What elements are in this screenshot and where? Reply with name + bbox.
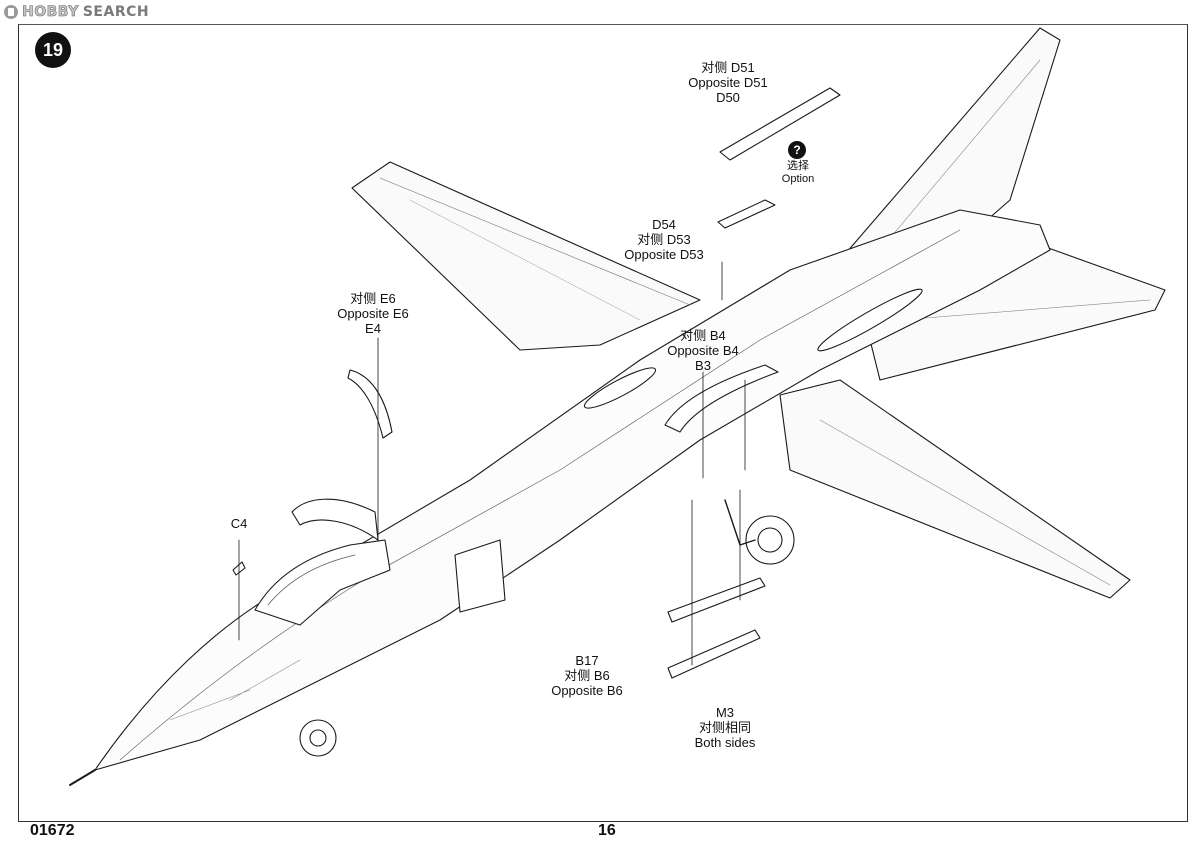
left-wing [351, 161, 701, 351]
callout-m3-line2: 对侧相同 [698, 720, 751, 735]
callout-e6-e4: 对侧 E6 Opposite E6 E4 [329, 291, 417, 336]
canopy [254, 539, 391, 626]
canopy-frame [291, 498, 379, 541]
callout-b17-line1: B17 [575, 653, 599, 668]
page-frame [18, 24, 1188, 822]
callout-c4-line1: C4 [230, 516, 248, 531]
part-d50 [719, 87, 841, 161]
callout-m3-line3: Both sides [694, 735, 756, 750]
callout-b4-line1: 对侧 B4 [680, 328, 726, 343]
callout-option: 选择 Option [770, 160, 826, 186]
canopy-part-e4 [347, 369, 393, 439]
wing-pod-left [583, 367, 657, 409]
callout-d54-line1: D54 [652, 217, 676, 232]
page-number: 16 [598, 822, 616, 839]
part-b17 [667, 577, 766, 623]
callout-b4-line3: B3 [695, 358, 711, 373]
hobbysearch-icon [4, 5, 18, 19]
callout-b17-line2: 对侧 B6 [564, 668, 610, 683]
callout-b4-line2: Opposite B4 [667, 343, 739, 358]
callout-option-line2: Option [781, 173, 815, 185]
callout-b4-b3: 对侧 B4 Opposite B4 B3 [658, 328, 748, 373]
wing-pod-right [817, 288, 923, 352]
part-m3 [667, 629, 761, 679]
callout-d54-line2: 对侧 D53 [637, 232, 691, 247]
step-number-badge: 19 [35, 32, 71, 68]
watermark-logo: HOBBY SEARCH [4, 4, 149, 20]
part-b3 [664, 364, 779, 433]
right-stabilizer [779, 379, 1131, 599]
part-d54 [717, 199, 776, 229]
callout-d51-line2: Opposite D51 [688, 75, 768, 90]
callout-e6-line3: E4 [365, 321, 381, 336]
callout-b17-b6: B17 对侧 B6 Opposite B6 [545, 653, 629, 698]
callout-option-line1: 选择 [787, 160, 809, 172]
nose-wheel [299, 719, 337, 757]
callout-d54-d53: D54 对侧 D53 Opposite D53 [618, 217, 710, 262]
callout-d51-line1: 对侧 D51 [701, 60, 755, 75]
callout-e6-line1: 对侧 E6 [350, 291, 396, 306]
air-intake [454, 539, 506, 613]
callout-m3: M3 对侧相同 Both sides [688, 705, 762, 750]
callout-d51-d50: 对侧 D51 Opposite D51 D50 [683, 60, 773, 105]
watermark-brand-prefix: HOBBY [22, 4, 79, 21]
watermark-brand-suffix: SEARCH [82, 4, 150, 20]
callout-b17-line3: Opposite B6 [551, 683, 623, 698]
pitot-probe [69, 769, 96, 786]
option-icon: ? [788, 141, 806, 159]
catalog-number: 01672 [30, 822, 75, 839]
callout-d51-line3: D50 [716, 90, 740, 105]
callout-e6-line2: Opposite E6 [337, 306, 409, 321]
callout-d54-line3: Opposite D53 [624, 247, 704, 262]
callout-c4: C4 [225, 516, 253, 531]
callout-m3-line1: M3 [715, 705, 735, 720]
main-wheel [745, 515, 795, 565]
